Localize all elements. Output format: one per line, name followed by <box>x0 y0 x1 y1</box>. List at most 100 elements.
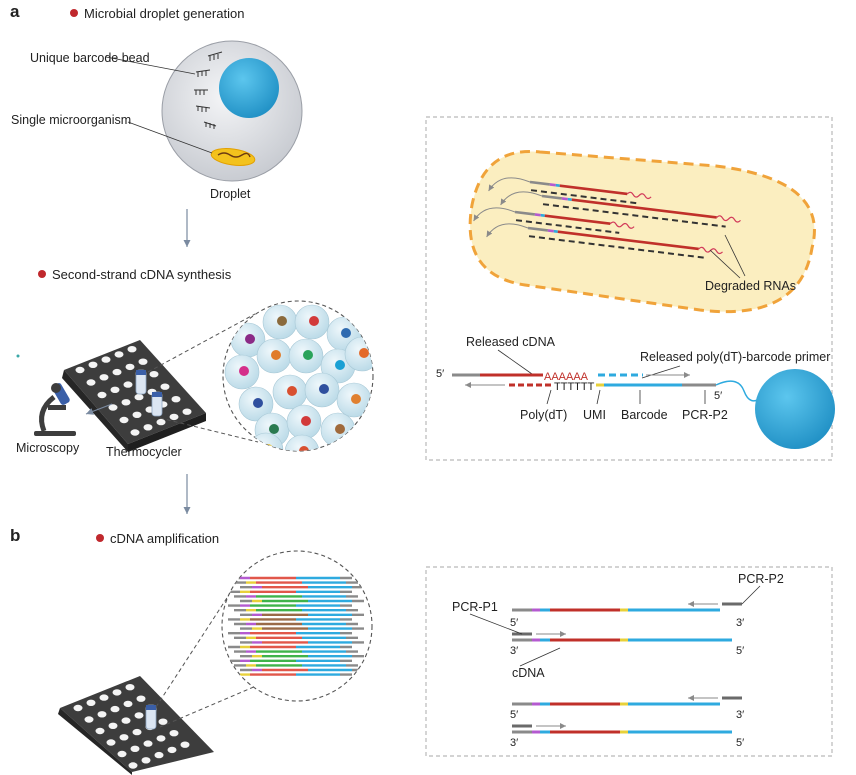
plate-well <box>171 396 181 403</box>
detail-box-a <box>425 116 833 461</box>
plate-well <box>108 404 118 411</box>
plate-well <box>117 750 127 758</box>
plate-well <box>132 728 142 736</box>
plate-well <box>138 358 148 365</box>
plate-well <box>73 704 83 712</box>
plate-well <box>169 413 179 421</box>
stray-dot <box>16 354 20 358</box>
plate-well <box>106 739 116 746</box>
plate-well <box>99 694 109 701</box>
plate-well <box>112 689 122 696</box>
plate-well <box>160 383 170 390</box>
step2-dot <box>38 270 46 278</box>
droplet-bead <box>319 384 329 394</box>
plate-well <box>127 346 137 353</box>
end-label-7: 3′ <box>510 737 518 749</box>
plate-well <box>112 368 122 376</box>
zoom-line-a-bottom <box>159 417 259 443</box>
plate-well <box>154 751 164 759</box>
poly-a-text: AAAAAA <box>544 371 589 383</box>
droplet-bead <box>359 348 369 358</box>
cdna-label-b: cDNA <box>512 666 545 680</box>
plate-well <box>136 695 146 702</box>
droplet-bead <box>335 360 345 370</box>
bead-primers <box>194 51 223 129</box>
end-label-2: 3′ <box>736 617 744 629</box>
barcode-label: Barcode <box>621 408 668 422</box>
microorganism-leader-line <box>127 121 213 154</box>
microbial-cell <box>468 149 816 314</box>
pcr-p1-label: PCR-P1 <box>452 600 498 614</box>
droplet-illustration <box>161 40 303 182</box>
droplet-bead <box>303 350 313 360</box>
plate-well <box>119 416 129 424</box>
plate-well <box>143 740 153 747</box>
plate-well <box>167 746 177 754</box>
panel-a-letter: a <box>10 2 20 21</box>
pcr-p2-label-a: PCR-P2 <box>682 408 728 422</box>
plate-well <box>125 363 135 371</box>
umi-label: UMI <box>583 408 606 422</box>
pcr-strands <box>512 601 742 734</box>
plate-well <box>149 371 159 378</box>
pcr-p2-label-b: PCR-P2 <box>738 572 784 586</box>
plate-well <box>143 424 153 431</box>
magnified-droplets <box>222 300 374 452</box>
plate-well <box>123 700 133 708</box>
degraded-rnas-label: Degraded RNAs <box>705 279 796 293</box>
end-label-3: 3′ <box>510 645 518 657</box>
five-prime-left: 5′ <box>436 368 444 380</box>
step3-dot <box>96 534 104 542</box>
plate-well <box>97 711 107 718</box>
released-cdna-label: Released cDNA <box>466 335 556 349</box>
plate-well <box>75 366 85 374</box>
microscope-icon <box>34 383 76 436</box>
droplet-bead <box>263 444 273 451</box>
bead-leader-line <box>105 56 196 75</box>
thermocycler-label: Thermocycler <box>106 445 182 459</box>
plate-well <box>95 727 105 735</box>
thermocycler-plate-b <box>58 676 214 775</box>
panel-b-letter: b <box>10 526 20 545</box>
end-label-5: 5′ <box>510 709 518 721</box>
microscopy-label: Microscopy <box>16 441 80 455</box>
magnified-amplicons <box>221 550 373 702</box>
barcode-bead <box>219 58 279 118</box>
plate-well <box>110 705 120 713</box>
plate-well <box>130 429 140 436</box>
plate-well <box>86 379 96 386</box>
droplet-bead <box>277 316 287 326</box>
plate-well <box>182 408 192 415</box>
rna-strands <box>473 177 741 260</box>
droplet-bead <box>245 334 255 344</box>
plate-well <box>125 684 135 691</box>
zoom-line-b-top <box>155 583 237 708</box>
droplet-bead <box>299 446 309 451</box>
droplet-bead <box>253 398 263 408</box>
end-label-4: 5′ <box>736 645 744 657</box>
droplet-bead <box>287 386 297 396</box>
plate-well <box>97 391 107 399</box>
droplet <box>284 434 320 451</box>
detail-box-b <box>425 566 833 757</box>
plate-well <box>156 735 166 742</box>
droplet-bead <box>301 416 311 426</box>
droplet-bead <box>335 424 345 434</box>
microorganism-label: Single microorganism <box>11 113 131 127</box>
plate-well <box>108 722 118 729</box>
plate-well <box>156 418 166 426</box>
plate-well <box>123 381 133 388</box>
plate-well <box>88 361 98 368</box>
plate-well <box>110 386 120 393</box>
plate-well <box>121 399 131 406</box>
plate-well <box>128 762 138 769</box>
droplet-bead <box>239 366 249 376</box>
plate-well <box>84 716 94 723</box>
plate-well <box>180 741 190 748</box>
droplet-bead <box>309 316 319 326</box>
end-label-6: 3′ <box>736 709 744 721</box>
plate-well <box>134 712 144 719</box>
droplet-bead <box>341 328 351 338</box>
plate-well <box>130 745 140 752</box>
plate-well <box>121 717 131 724</box>
